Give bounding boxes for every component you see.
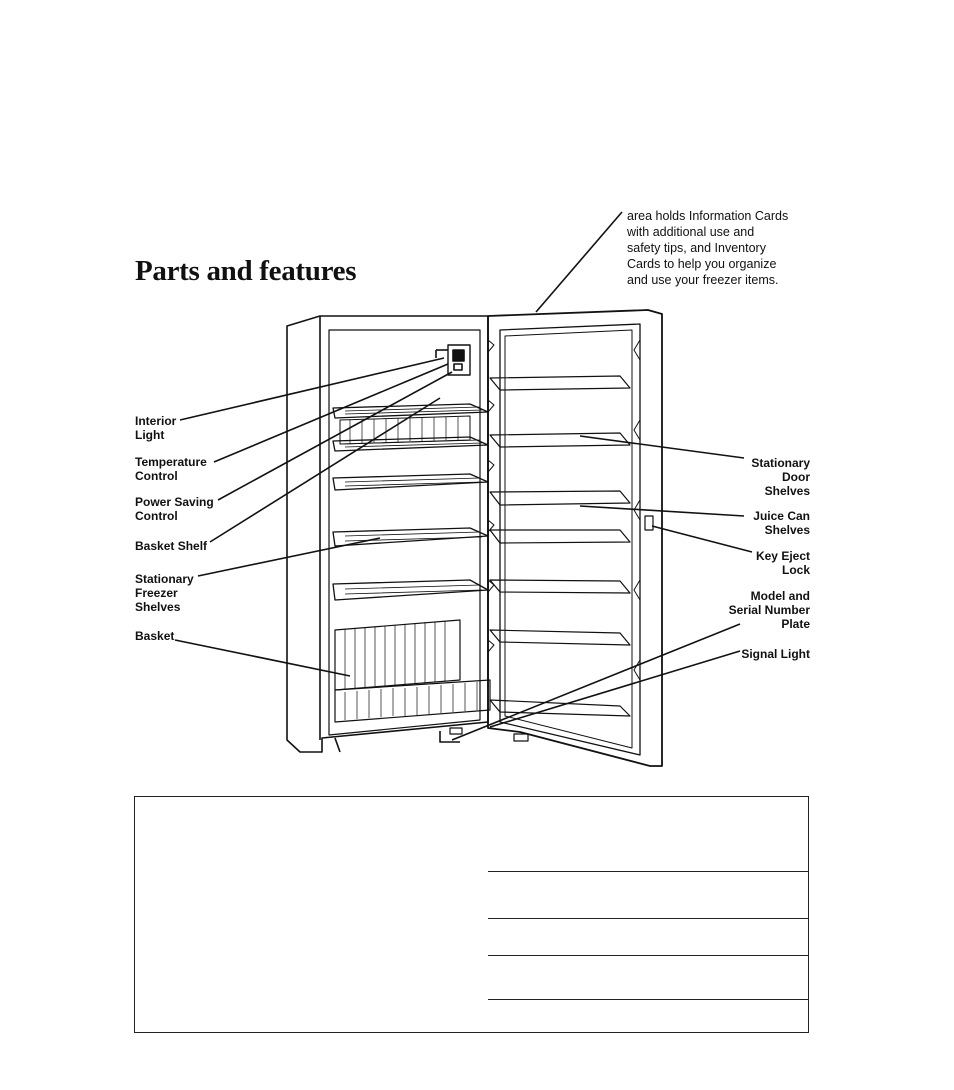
label-power-saving-control: Power Saving Control [135, 495, 214, 523]
ruled-line [488, 955, 809, 956]
label-juice-can-shelves: Juice Can Shelves [753, 509, 810, 537]
door-shelves [489, 375, 631, 717]
label-line: Temperature [135, 455, 207, 469]
label-line: Interior [135, 414, 177, 428]
wire-shelves [332, 403, 489, 601]
cabinet-outline [286, 315, 489, 753]
label-interior-light: Interior Light [135, 414, 176, 442]
note-line: Cards to help you organize [627, 257, 777, 271]
label-key-eject-lock: Key Eject Lock [756, 549, 810, 577]
label-basket: Basket [135, 629, 174, 643]
page-title: Parts and features [135, 255, 357, 287]
label-basket-shelf: Basket Shelf [135, 539, 207, 553]
label-line: Door [782, 470, 810, 484]
leader-lines [174, 211, 753, 741]
label-model-serial-plate: Model and Serial Number Plate [729, 589, 810, 631]
note-line: area holds Information Cards [627, 209, 789, 223]
bottom-basket [334, 619, 491, 723]
label-line: Key Eject [755, 549, 810, 563]
info-card-note: area holds Information Cards with additi… [627, 208, 827, 288]
label-line: Basket [135, 629, 175, 643]
label-line: Juice Can [753, 509, 810, 523]
label-line: Light [135, 428, 165, 442]
label-line: Signal Light [741, 647, 810, 661]
label-line: Stationary [135, 572, 194, 586]
note-line: safety tips, and Inventory [627, 241, 766, 255]
ruled-line [488, 871, 809, 872]
label-line: Freezer [135, 586, 178, 600]
label-temperature-control: Temperature Control [135, 455, 207, 483]
freezer-door [487, 309, 663, 767]
key-eject-lock-part [644, 515, 654, 531]
label-line: Power Saving [135, 495, 214, 509]
label-signal-light: Signal Light [741, 647, 810, 661]
label-line: Stationary [751, 456, 810, 470]
label-line: Basket Shelf [135, 539, 208, 553]
label-line: Serial Number [728, 603, 810, 617]
label-line: Shelves [135, 600, 181, 614]
label-line: Shelves [764, 484, 810, 498]
info-box [134, 796, 809, 1033]
ruled-line [488, 999, 809, 1000]
label-line: Control [135, 509, 178, 523]
label-line: Control [135, 469, 178, 483]
label-line: Plate [781, 617, 810, 631]
note-line: with additional use and [627, 225, 755, 239]
label-line: Lock [781, 563, 810, 577]
note-line: and use your freezer items. [627, 273, 779, 287]
label-line: Shelves [764, 523, 810, 537]
label-stationary-door-shelves: Stationary Door Shelves [751, 456, 810, 498]
ruled-line [488, 918, 809, 919]
label-line: Model and [750, 589, 810, 603]
control-panel [447, 344, 471, 376]
label-stationary-freezer-shelves: Stationary Freezer Shelves [135, 572, 194, 614]
